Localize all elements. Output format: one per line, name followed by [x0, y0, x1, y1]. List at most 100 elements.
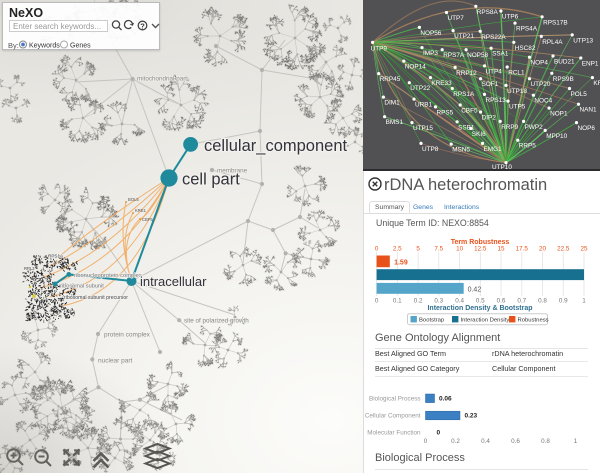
svg-text:cellular_component: cellular_component: [204, 137, 348, 155]
svg-text:ribosomal subunit: ribosomal subunit: [60, 284, 104, 290]
svg-text:0.7: 0.7: [517, 298, 526, 305]
svg-text:UTP21: UTP21: [454, 33, 474, 40]
svg-text:MPP10: MPP10: [546, 133, 567, 140]
svg-text:SKI6: SKI6: [472, 131, 486, 138]
svg-text:IMP3: IMP3: [423, 50, 438, 57]
svg-text:Genes: Genes: [70, 42, 91, 49]
svg-text:?: ?: [140, 21, 145, 30]
svg-text:UTP8: UTP8: [422, 146, 439, 153]
svg-text:NOP6: NOP6: [578, 125, 596, 132]
svg-text:Interaction Density: Interaction Density: [461, 318, 510, 324]
svg-text:0.42: 0.42: [468, 287, 482, 294]
svg-text:1: 1: [582, 298, 586, 305]
svg-text:protein complex: protein complex: [104, 332, 151, 339]
svg-text:0.2: 0.2: [414, 298, 423, 305]
svg-text:10: 10: [456, 246, 464, 253]
svg-text:RRP45: RRP45: [380, 76, 401, 83]
svg-text:Bootstrap: Bootstrap: [419, 318, 445, 324]
svg-text:RPS17B: RPS17B: [543, 19, 568, 26]
svg-text:0.4: 0.4: [455, 298, 464, 305]
svg-text:BOL5: BOL5: [128, 197, 139, 202]
svg-text:Molecular Function: Molecular Function: [367, 430, 421, 437]
svg-text:25: 25: [580, 246, 588, 253]
svg-text:0.4: 0.4: [481, 438, 490, 445]
svg-text:0.8: 0.8: [541, 438, 550, 445]
svg-text:BMS1: BMS1: [386, 119, 404, 126]
svg-text:22.5: 22.5: [557, 246, 570, 253]
svg-text:RRP5: RRP5: [519, 143, 536, 150]
svg-text:0.2: 0.2: [451, 438, 460, 445]
svg-text:PWP2: PWP2: [525, 124, 544, 131]
svg-text:UTP4: UTP4: [486, 68, 503, 75]
svg-text:12.5: 12.5: [474, 246, 487, 253]
svg-text:0.6: 0.6: [497, 298, 506, 305]
svg-text:site of polarized growth: site of polarized growth: [184, 318, 249, 325]
svg-text:HSC82: HSC82: [515, 45, 536, 52]
svg-text:SSA1: SSA1: [492, 51, 509, 58]
svg-text:RPS8A: RPS8A: [477, 9, 499, 16]
svg-text:POL5: POL5: [571, 91, 588, 98]
svg-text:RPS13: RPS13: [486, 97, 507, 104]
svg-text:15: 15: [497, 246, 505, 253]
svg-text:intracellular: intracellular: [140, 274, 207, 289]
svg-text:CBF5: CBF5: [142, 217, 153, 222]
svg-text:NOP56: NOP56: [420, 30, 441, 37]
svg-text:Term Robustness: Term Robustness: [451, 239, 510, 246]
svg-text:1: 1: [574, 438, 578, 445]
svg-text:Robustness: Robustness: [518, 318, 549, 324]
svg-text:0: 0: [437, 430, 441, 437]
svg-text:17.5: 17.5: [516, 246, 529, 253]
svg-text:0.6: 0.6: [511, 438, 520, 445]
svg-text:NOP4: NOP4: [531, 60, 549, 67]
svg-text:DIM1: DIM1: [384, 100, 400, 107]
svg-text:UTP6: UTP6: [502, 14, 519, 21]
svg-text:UTP20: UTP20: [531, 81, 551, 88]
svg-text:RPS22A: RPS22A: [481, 34, 506, 41]
svg-text:ribosomal subunit precursor: ribosomal subunit precursor: [64, 295, 128, 301]
svg-text:NOP1: NOP1: [550, 111, 568, 118]
svg-text:RPS4A: RPS4A: [516, 26, 538, 33]
svg-text:UTP5: UTP5: [509, 104, 526, 111]
svg-text:Keywords: Keywords: [29, 42, 60, 49]
svg-text:RPL4A: RPL4A: [542, 39, 563, 46]
svg-text:KRE1: KRE1: [135, 208, 147, 213]
svg-text:RPS7A: RPS7A: [443, 52, 465, 59]
svg-text:0: 0: [424, 438, 428, 445]
svg-text:RPS1A: RPS1A: [453, 91, 475, 98]
svg-text:MSN5: MSN5: [452, 147, 470, 154]
svg-text:0: 0: [375, 246, 379, 253]
svg-text:0.5: 0.5: [476, 298, 485, 305]
svg-text:NOP58: NOP58: [467, 52, 488, 59]
svg-text:5: 5: [416, 246, 420, 253]
svg-text:membrane: membrane: [217, 168, 248, 175]
svg-text:DIP2: DIP2: [482, 115, 497, 122]
svg-text:SSB1: SSB1: [458, 124, 475, 131]
svg-text:Cellular Component: Cellular Component: [365, 413, 421, 420]
svg-text:UTP22: UTP22: [410, 85, 430, 92]
svg-text:0.06: 0.06: [439, 395, 452, 402]
svg-text:Biological Process: Biological Process: [369, 395, 420, 402]
svg-text:0.3: 0.3: [434, 298, 443, 305]
svg-text:0: 0: [375, 298, 379, 305]
svg-text:0.1: 0.1: [393, 298, 402, 305]
svg-text:EMG1: EMG1: [484, 146, 503, 153]
svg-text:RPS5: RPS5: [437, 109, 454, 116]
svg-text:RRP9: RRP9: [501, 124, 518, 131]
svg-text:UTP13: UTP13: [573, 37, 593, 44]
svg-text:cell part: cell part: [182, 171, 240, 189]
svg-text:SOF1: SOF1: [482, 81, 499, 88]
svg-text:UTP15: UTP15: [413, 125, 433, 132]
svg-text:ribonucleoprotein complex: ribonucleoprotein complex: [74, 273, 142, 279]
svg-text:UTP9: UTP9: [371, 45, 388, 52]
svg-text:RPS1A: RPS1A: [48, 254, 64, 259]
svg-text:RCL1: RCL1: [508, 70, 525, 77]
svg-text:UTP7: UTP7: [448, 15, 465, 22]
svg-text:KRE1: KRE1: [593, 80, 600, 87]
svg-text:7.5: 7.5: [434, 246, 443, 253]
svg-text:0.9: 0.9: [559, 298, 568, 305]
svg-text:KRE33: KRE33: [431, 80, 452, 87]
svg-text:NOP14: NOP14: [405, 64, 426, 71]
svg-text:BUD21: BUD21: [554, 59, 575, 66]
svg-text:CBF5: CBF5: [461, 108, 478, 115]
svg-text:nuclear part: nuclear part: [98, 358, 133, 365]
